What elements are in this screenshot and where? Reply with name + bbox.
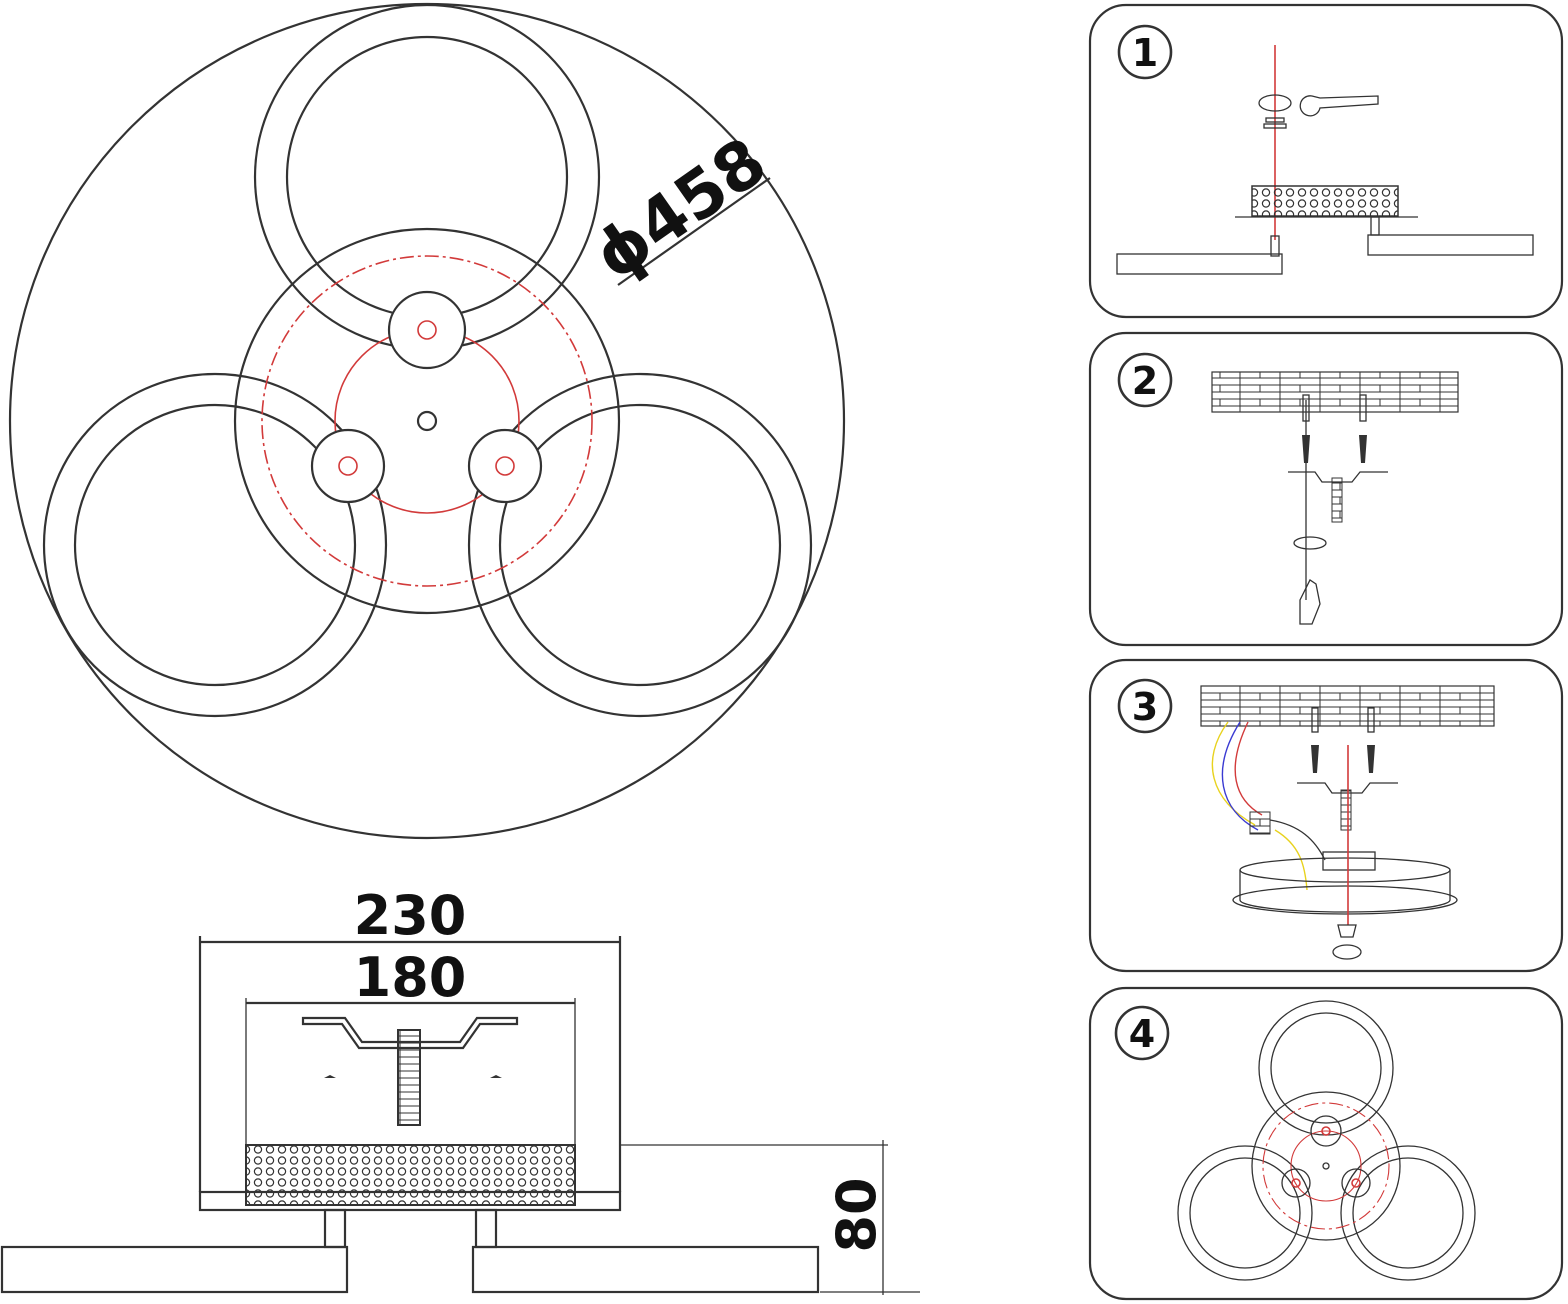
width-180-label: 180 — [354, 946, 467, 1009]
canopy-circle — [233, 227, 621, 615]
arm-left — [0, 1245, 349, 1294]
perforated-canopy — [245, 1144, 576, 1206]
wire-red — [1234, 721, 1263, 816]
assembled-lamp — [1177, 1000, 1476, 1281]
top-view: ϕ458 — [8, 2, 846, 840]
ceiling — [1200, 685, 1495, 727]
center-hole — [416, 410, 438, 432]
rotate-icon — [1258, 94, 1292, 112]
step-1-panel: 1 — [1088, 3, 1564, 319]
step-2-panel: 2 — [1088, 331, 1564, 647]
step-4-panel: 4 — [1088, 986, 1564, 1301]
hand-drill-icon — [1299, 579, 1321, 625]
arm-right — [471, 1245, 820, 1294]
step-number: 4 — [1129, 1012, 1155, 1056]
diameter-label: ϕ458 — [580, 123, 780, 295]
wire-yellow — [1211, 721, 1256, 826]
terminal-block — [1249, 811, 1271, 835]
step-number: 2 — [1132, 359, 1158, 403]
mounting-circle-dashed — [261, 255, 593, 587]
bolt — [397, 1029, 421, 1126]
step-3-panel: 3 — [1088, 658, 1564, 973]
height-80-label: 80 — [825, 1177, 888, 1252]
wire-blue — [1221, 721, 1259, 831]
diameter-dimension-line — [617, 177, 771, 286]
screw-icon — [490, 1050, 502, 1078]
wrench-icon — [1299, 95, 1379, 117]
mounting-bracket — [301, 1016, 519, 1050]
width-230-label: 230 — [354, 884, 467, 947]
step-number: 1 — [1132, 31, 1158, 75]
step-number: 3 — [1132, 685, 1158, 729]
ceiling — [1211, 371, 1459, 413]
side-view: 230 180 80 — [0, 884, 920, 1295]
outer-diameter-circle — [8, 2, 846, 840]
ring-right — [467, 372, 813, 718]
ring-left — [42, 372, 388, 718]
screw-icon — [324, 1050, 336, 1078]
